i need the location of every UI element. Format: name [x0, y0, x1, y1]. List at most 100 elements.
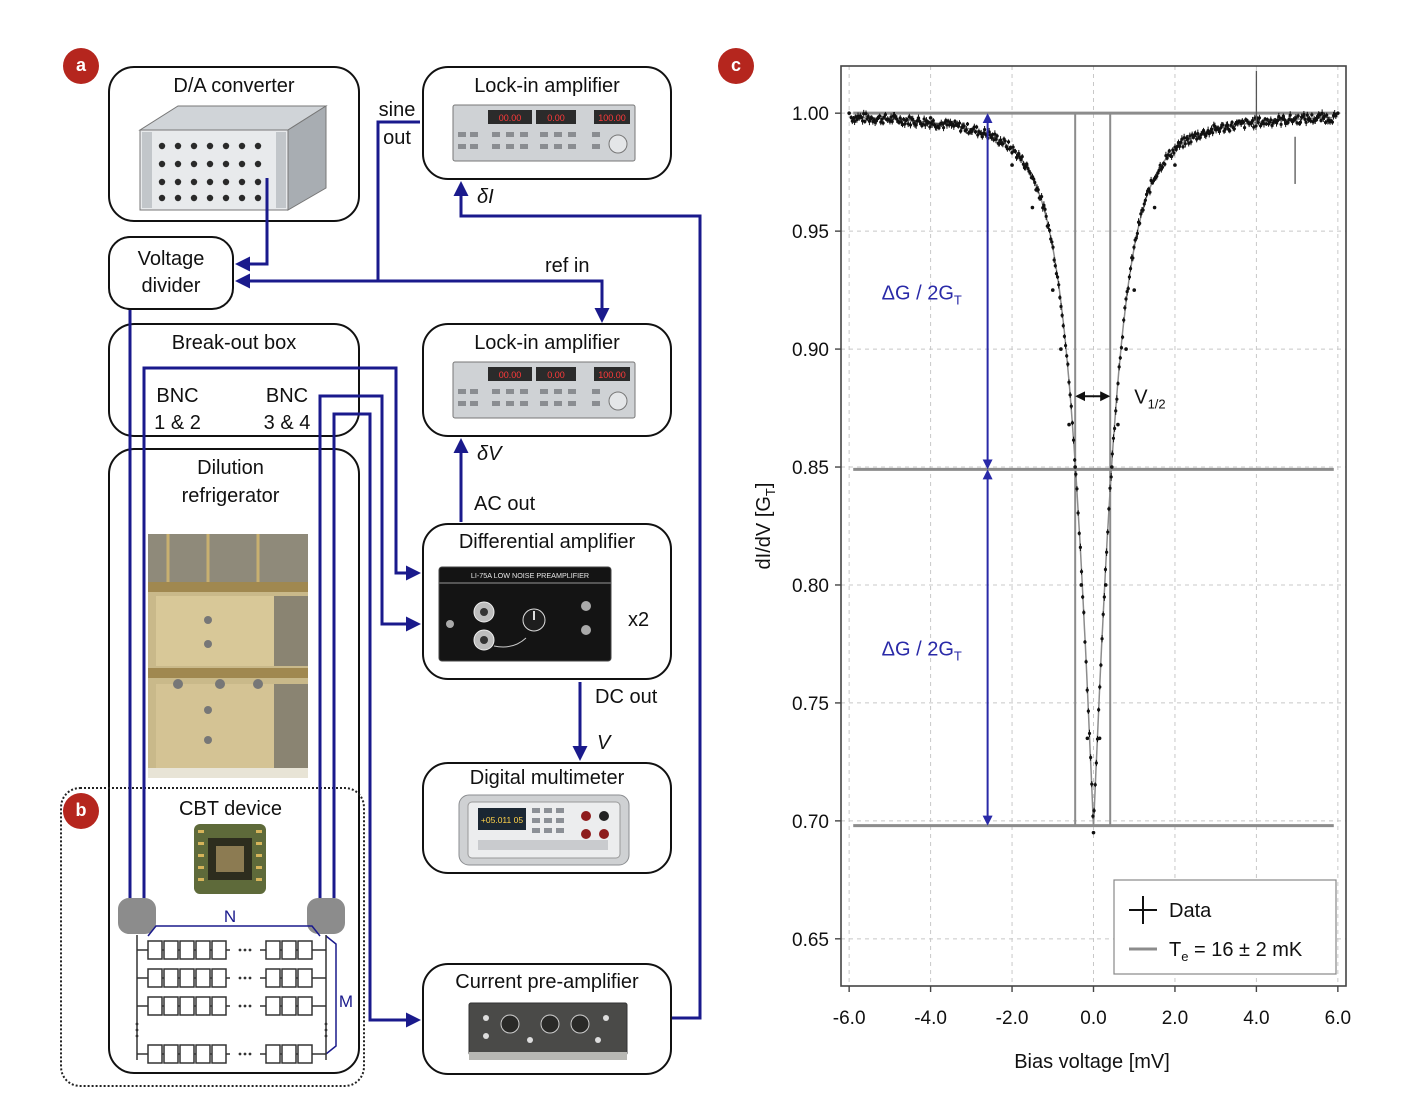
data-point-sample — [1152, 205, 1157, 210]
data-point — [1003, 139, 1007, 143]
data-point — [1094, 761, 1098, 765]
delta-g-label: ΔG / 2GT — [882, 638, 962, 663]
wiring-layer: N M — [118, 120, 702, 1064]
data-point — [1250, 119, 1255, 123]
lockin2-display-2: 0.00 — [547, 370, 565, 380]
data-point — [1021, 162, 1025, 166]
data-point — [1073, 458, 1077, 462]
x-tick-label: -6.0 — [833, 1008, 866, 1029]
data-point — [1123, 306, 1127, 310]
data-point — [1093, 783, 1097, 787]
data-point — [1122, 318, 1126, 322]
data-point — [1305, 113, 1309, 117]
data-point — [1028, 171, 1032, 175]
data-point — [957, 121, 962, 125]
lockin1-display-1: 00.00 — [499, 113, 522, 123]
data-point — [1294, 116, 1298, 120]
data-point-sample — [1085, 736, 1090, 741]
data-point — [1112, 426, 1117, 431]
data-point — [1185, 136, 1190, 141]
bnc34-label-line2: 3 & 4 — [263, 412, 311, 434]
data-point — [937, 126, 941, 130]
data-point — [1043, 207, 1047, 211]
data-point — [1061, 324, 1065, 328]
data-point — [1225, 123, 1230, 127]
data-point — [907, 115, 911, 119]
data-point — [1033, 180, 1037, 185]
dc-out-label: DC out — [595, 686, 658, 708]
data-point — [1042, 203, 1046, 207]
data-point — [1187, 141, 1191, 145]
data-point — [1241, 120, 1246, 124]
data-point — [1085, 688, 1089, 692]
data-point — [1262, 122, 1266, 126]
delta-i-label: δI — [477, 186, 494, 208]
data-point — [1211, 131, 1215, 135]
cbt-row-last — [137, 1044, 326, 1064]
data-point — [1109, 475, 1113, 479]
y-tick-label: 0.65 — [792, 930, 829, 951]
data-point — [1155, 174, 1159, 178]
data-point — [980, 135, 984, 139]
data-point — [880, 117, 884, 121]
data-point — [1070, 421, 1075, 425]
data-point-sample — [1336, 111, 1340, 115]
y-axis-label-main: dI/dV [G — [753, 496, 775, 569]
data-point — [914, 123, 918, 127]
data-point — [1232, 127, 1236, 131]
connector-left — [118, 898, 156, 934]
dmm-image: +05.011 05 — [458, 794, 630, 866]
data-point — [1108, 486, 1112, 490]
n-bracket — [147, 925, 321, 937]
lockin2-display-1: 00.00 — [499, 370, 522, 380]
data-point — [998, 138, 1003, 142]
data-point — [1325, 113, 1329, 117]
data-point — [1054, 271, 1059, 276]
wire-bnc2-to-diffamp — [142, 366, 421, 898]
data-point-sample — [1079, 583, 1084, 587]
data-point — [965, 122, 970, 126]
y-tick-label: 0.80 — [792, 576, 829, 597]
data-point — [1256, 120, 1260, 125]
data-point — [1221, 123, 1225, 127]
cbt-region-outline — [60, 787, 365, 1087]
y-tick-label: 0.90 — [792, 340, 829, 361]
legend-fit-label-main: T — [1169, 939, 1181, 961]
data-point — [1298, 120, 1303, 124]
legend-fit-label: Te = 16 ± 2 mK — [1169, 939, 1303, 964]
data-point — [1083, 640, 1087, 644]
x-tick-label: 4.0 — [1243, 1008, 1269, 1029]
data-point — [1100, 637, 1104, 641]
bnc12-label-line1: BNC — [156, 385, 199, 407]
x-tick-label: 0.0 — [1080, 1008, 1106, 1029]
cbt-array — [136, 935, 327, 1064]
legend-data-label: Data — [1169, 900, 1212, 922]
data-point — [1046, 223, 1051, 227]
cbt-chip-image — [194, 824, 266, 894]
data-point — [1089, 755, 1093, 760]
data-point — [1075, 487, 1079, 491]
data-point — [995, 134, 999, 138]
data-point — [1110, 452, 1114, 456]
data-point — [1059, 304, 1063, 309]
data-point — [1101, 612, 1105, 617]
chart-grid — [841, 66, 1346, 986]
data-point — [1217, 129, 1222, 134]
delta-g-label: ΔG / 2GT — [882, 282, 962, 307]
data-point — [1115, 397, 1119, 401]
data-point — [1318, 113, 1322, 117]
m-label: M — [339, 992, 353, 1011]
data-point — [1071, 438, 1076, 442]
data-point — [1119, 346, 1124, 350]
data-point — [1066, 362, 1070, 366]
fridge-label-line1: Dilution — [197, 457, 264, 479]
data-point — [1141, 208, 1145, 212]
dmm-display-text: +05.011 05 — [481, 815, 523, 825]
data-point — [1319, 118, 1323, 123]
data-point — [931, 119, 935, 123]
dmm-label: Digital multimeter — [469, 767, 625, 789]
data-point — [1111, 436, 1116, 440]
cbt-row-3 — [137, 996, 326, 1016]
delta-g-label-sub: T — [954, 292, 962, 307]
data-point — [1278, 116, 1282, 120]
